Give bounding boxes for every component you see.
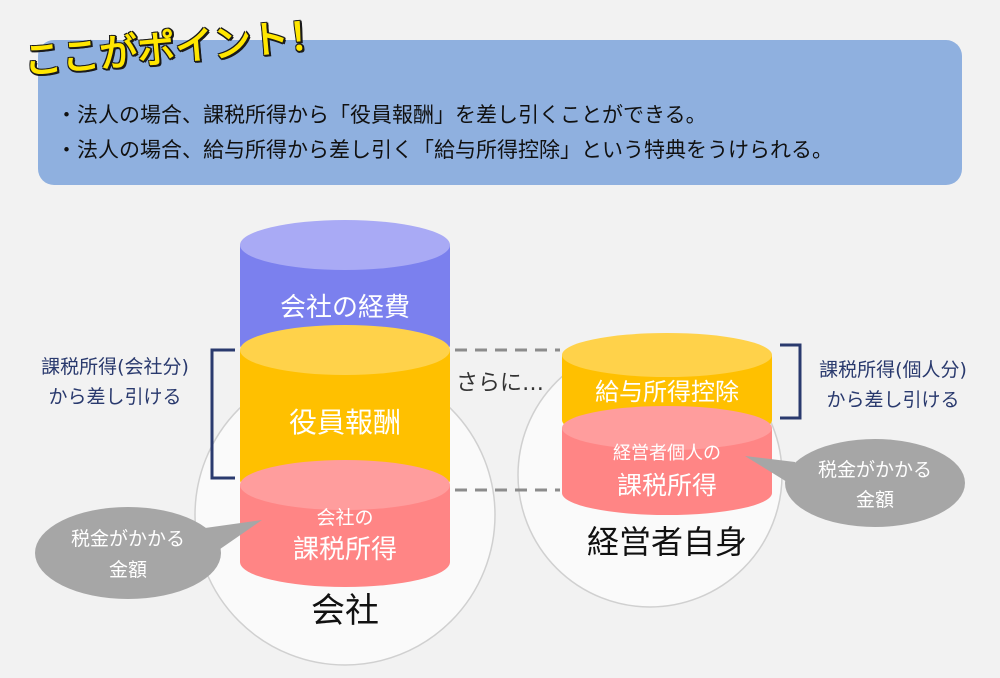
- bubble-text: 税金がかかる: [818, 459, 932, 481]
- segment-label: 役員報酬: [289, 406, 401, 439]
- segment-label: 課税所得: [617, 471, 717, 500]
- segment-label: 課税所得: [293, 535, 397, 565]
- bubble-text: 税金がかかる: [71, 528, 185, 550]
- connector-label: さらに…: [456, 371, 544, 396]
- bullet-item: 法人の場合、課税所得から「役員報酬」を差し引くことができる。: [56, 98, 833, 133]
- owner-stack: 給与所得控除 経営者個人の 課税所得: [562, 333, 772, 515]
- bullet-item: 法人の場合、給与所得から差し引く「給与所得控除」という特典をうけられる。: [56, 133, 833, 168]
- company-stack: 会社の経費 役員報酬 会社の 課税所得: [240, 220, 450, 587]
- owner-tax-bubble: 税金がかかる 金額: [745, 439, 965, 527]
- company-tax-bubble: 税金がかかる 金額: [35, 507, 262, 599]
- segment-label: 会社の: [316, 507, 373, 529]
- bracket-label: から差し引ける: [826, 389, 959, 411]
- bubble-text: 金額: [856, 489, 894, 511]
- cylinder-segment-taxable-income: 会社の 課税所得: [240, 460, 450, 587]
- bubble-text: 金額: [109, 559, 147, 581]
- cylinder-segment-personal-taxable-income: 経営者個人の 課税所得: [562, 406, 772, 515]
- bracket-label: から差し引ける: [48, 386, 181, 408]
- segment-label: 給与所得控除: [595, 378, 739, 406]
- owner-label: 経営者自身: [587, 523, 747, 561]
- company-bracket: [210, 348, 235, 480]
- owner-bracket: [780, 343, 802, 420]
- segment-label: 会社の経費: [280, 293, 410, 323]
- point-bullets: 法人の場合、課税所得から「役員報酬」を差し引くことができる。 法人の場合、給与所…: [56, 98, 833, 168]
- bracket-label: 課税所得(個人分): [819, 359, 967, 381]
- company-label: 会社: [311, 591, 379, 631]
- segment-label: 経営者個人の: [613, 443, 721, 464]
- bracket-label: 課税所得(会社分): [41, 356, 189, 378]
